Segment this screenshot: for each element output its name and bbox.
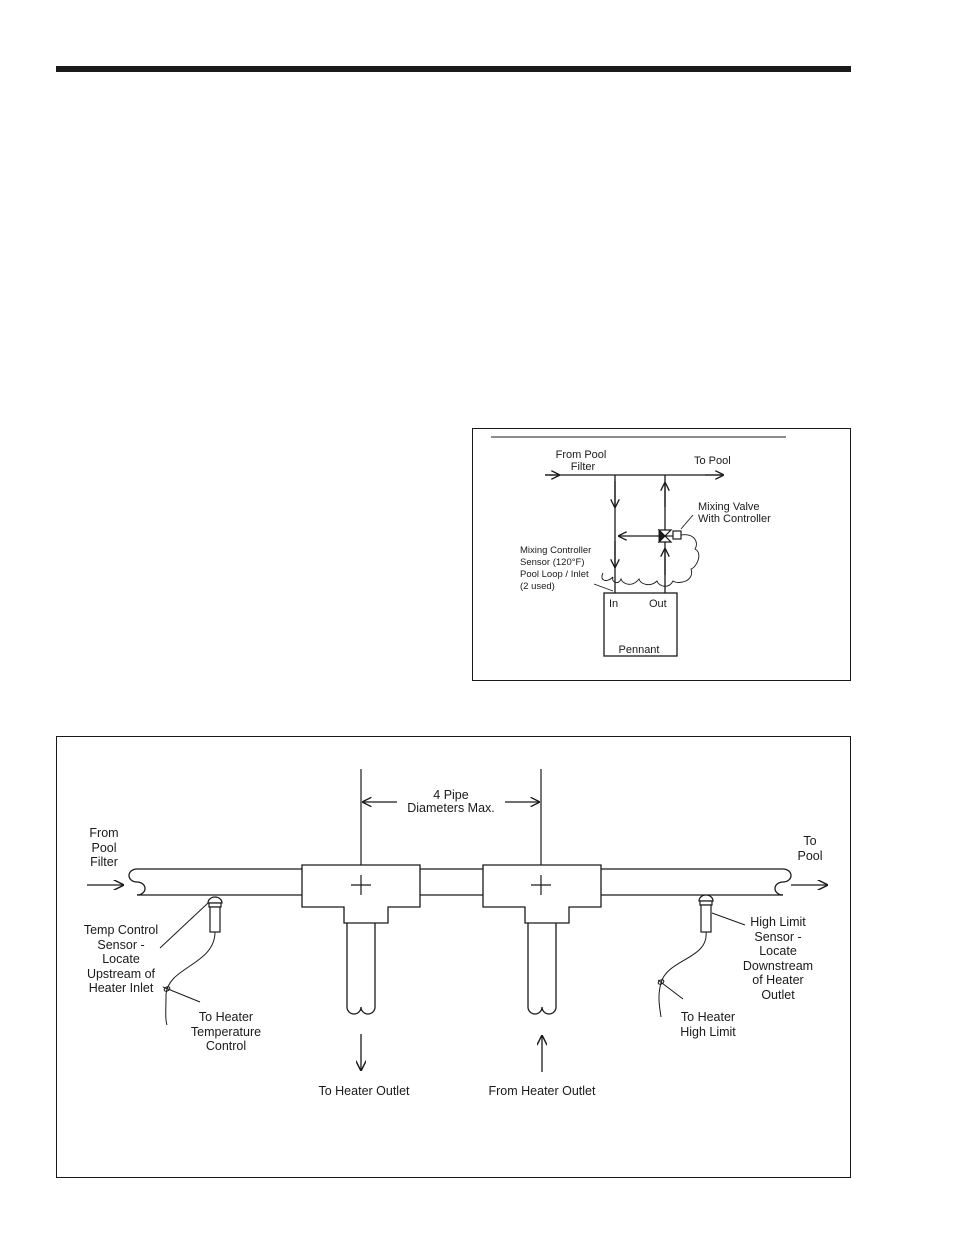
to-high-limit-line-1: To Heater <box>681 1010 735 1024</box>
high-limit-callout-leader <box>657 979 684 1000</box>
high-limit-line-5: of Heater <box>752 973 803 987</box>
to-pool-line-2: Pool <box>797 849 822 863</box>
high-limit-wire-clip <box>657 979 665 985</box>
valve-callout-leader <box>680 514 694 530</box>
to-temp-control-line-2: Temperature <box>191 1025 261 1039</box>
pennant-label: Pennant <box>619 644 660 656</box>
sensor-callout-leader <box>593 583 614 592</box>
controller-wiring <box>601 534 700 587</box>
to-pool-line-1: To <box>803 834 816 848</box>
sensor-label-line-3: Pool Loop / Inlet <box>520 569 589 580</box>
main-pipe <box>128 868 792 896</box>
sensor-label-line-2: Sensor (120°F) <box>520 557 585 568</box>
temp-sensor-line-5: Heater Inlet <box>89 981 154 995</box>
from-pool-filter-line-1: From <box>89 826 118 840</box>
temp-sensor-line-4: Upstream of <box>87 967 156 981</box>
sensor-label-line-1: Mixing Controller <box>520 545 591 556</box>
temp-sensor-line-3: Locate <box>102 952 140 966</box>
from-pool-filter-line-1: From Pool <box>556 449 607 461</box>
pipe-spacing-line-2: Diameters Max. <box>407 801 495 815</box>
to-heater-outlet-label: To Heater Outlet <box>318 1084 410 1098</box>
to-temp-control-line-3: Control <box>206 1039 246 1053</box>
to-pool-label: To Pool <box>694 455 731 467</box>
high-limit-sensor-wire <box>658 931 707 1018</box>
temp-sensor-callout-leader <box>159 902 209 949</box>
tee-center-mark-1 <box>351 875 371 895</box>
tee-fitting-inlet <box>482 864 602 924</box>
from-pool-filter-line-2: Pool <box>91 841 116 855</box>
mixing-valve-line-2: With Controller <box>698 513 771 525</box>
temp-sensor-wire-clip <box>163 986 171 992</box>
branch-pipes <box>346 923 557 1015</box>
high-limit-line-6: Outlet <box>761 988 795 1002</box>
to-temp-control-line-1: To Heater <box>199 1010 253 1024</box>
temp-sensor-line-2: Sensor - <box>97 938 144 952</box>
from-pool-filter-line-2: Filter <box>571 461 596 473</box>
out-label: Out <box>649 598 667 610</box>
from-heater-outlet-label: From Heater Outlet <box>489 1084 597 1098</box>
tee-center-mark-2 <box>531 875 551 895</box>
temp-control-sensor-icon <box>207 896 223 933</box>
temp-control-callout-leader <box>162 986 201 1003</box>
mixing-valve-line-1: Mixing Valve <box>698 501 760 513</box>
pennant-unit <box>603 592 678 657</box>
from-pool-filter-line-3: Filter <box>90 855 118 869</box>
high-limit-line-4: Downstream <box>743 959 813 973</box>
mixing-valve-icon <box>657 528 682 544</box>
sensor-label-line-4: (2 used) <box>520 581 555 592</box>
high-limit-line-2: Sensor - <box>754 930 801 944</box>
high-limit-line-1: High Limit <box>750 915 806 929</box>
high-limit-sensor-icon <box>698 894 714 933</box>
high-limit-sensor-callout-leader <box>711 912 746 926</box>
high-limit-line-3: Locate <box>759 944 797 958</box>
pipe-spacing-line-1: 4 Pipe <box>433 788 468 802</box>
to-high-limit-line-2: High Limit <box>680 1025 736 1039</box>
header-rule <box>56 66 851 72</box>
temp-sensor-line-1: Temp Control <box>84 923 158 937</box>
in-label: In <box>609 598 618 610</box>
